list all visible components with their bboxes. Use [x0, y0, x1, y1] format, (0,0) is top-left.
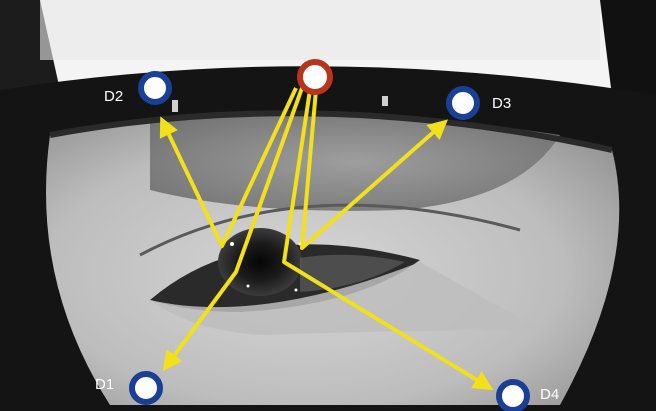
background-gradient-top [40, 0, 600, 60]
frame-notch [172, 100, 178, 112]
detector-marker-d2 [141, 74, 169, 102]
glint [295, 289, 298, 292]
detector-marker-d3 [449, 89, 477, 117]
glint [230, 242, 234, 246]
frame-notch [382, 96, 388, 106]
detector-label-d4: D4 [540, 387, 559, 402]
detector-marker-d1 [132, 374, 160, 402]
glint [247, 285, 250, 288]
source-marker [300, 62, 330, 92]
detector-marker-d4 [499, 382, 527, 410]
detector-label-d3: D3 [492, 96, 511, 111]
detector-label-d2: D2 [104, 89, 123, 104]
detector-label-d1: D1 [95, 377, 114, 392]
